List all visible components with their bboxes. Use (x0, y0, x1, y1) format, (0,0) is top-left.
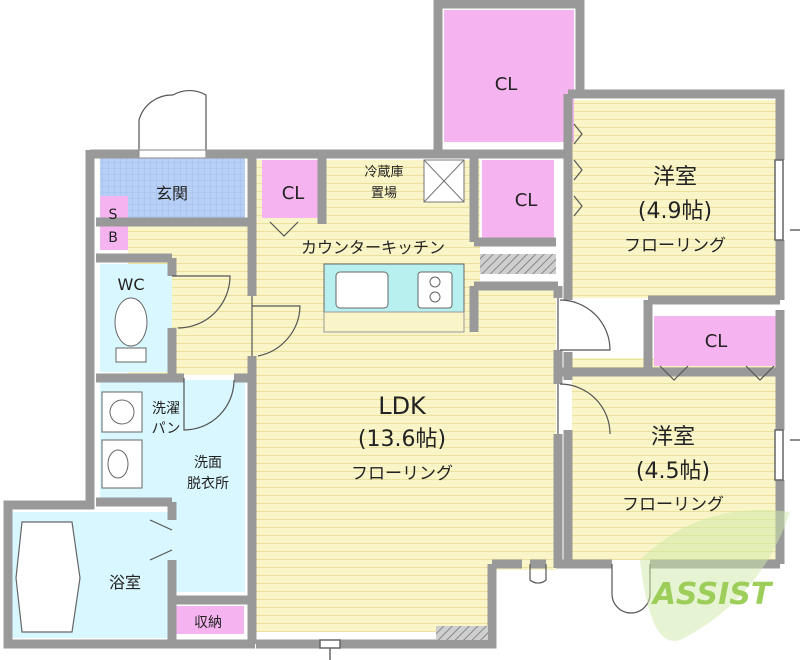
ldk-name: LDK (378, 392, 427, 420)
fridge-label-line1: 冷蔵庫 (364, 165, 403, 180)
closet-middle-label: CL (515, 190, 538, 211)
labels: CL CL CL CL 冷蔵庫 置場 玄関 S B カウンターキッチン 洋室 (… (108, 74, 727, 631)
washer-pan-fixture (101, 391, 143, 433)
western-room-1-floor (572, 100, 778, 298)
western-room-2-name: 洋室 (651, 425, 695, 450)
hatch-wall-2 (436, 626, 488, 640)
closet-entrance-label: CL (282, 183, 305, 204)
logo-text: ASSIST (651, 577, 774, 612)
toilet-tank (115, 347, 147, 363)
kitchen-bar (323, 311, 465, 333)
shoe-box-label-s: S (109, 207, 118, 223)
bath-label: 浴室 (109, 573, 141, 592)
closet-top-label: CL (495, 74, 518, 95)
ldk-floor-type: フローリング (351, 464, 453, 484)
fridge-label-line2: 置場 (371, 186, 397, 201)
washbasin (101, 439, 143, 489)
washroom-line1: 洗面 (194, 455, 222, 471)
walls (3, 0, 785, 649)
ldk-size: (13.6帖) (358, 427, 446, 452)
washer-pan-line1: 洗濯 (152, 401, 180, 417)
storage-fill (172, 606, 244, 634)
western-room-1-name: 洋室 (653, 165, 697, 190)
entrance-label: 玄関 (156, 184, 188, 203)
windows (319, 159, 800, 660)
toilet-label: WC (118, 275, 145, 294)
kitchen-label: カウンターキッチン (301, 238, 445, 257)
western-room-1-size: (4.9帖) (638, 199, 712, 224)
doors (138, 89, 775, 614)
stove (417, 271, 453, 309)
washer-pan-line2: パン (152, 421, 181, 437)
storage-label: 収納 (194, 615, 222, 631)
western-room-2-size: (4.5帖) (636, 459, 710, 484)
western-room-2-floor (572, 358, 778, 560)
closet-top (444, 10, 574, 142)
closet-right (654, 316, 778, 366)
closet-right-label: CL (705, 331, 728, 352)
bathtub (15, 521, 81, 633)
shoe-box-label-b: B (108, 230, 118, 246)
toilet-bowl (114, 297, 148, 347)
closet-entrance (262, 160, 322, 218)
logo-leaf-icon (640, 510, 790, 641)
washroom-line2: 脱衣所 (187, 476, 229, 492)
closet-middle (482, 160, 554, 238)
western-room-2-floor: フローリング (622, 495, 724, 515)
hatch-wall-1 (480, 254, 556, 274)
western-room-1-floor: フローリング (624, 236, 726, 256)
assist-logo: ASSIST (640, 510, 790, 641)
washroom-lower-floor (172, 500, 245, 592)
fixtures (15, 263, 465, 633)
sink (335, 271, 389, 309)
